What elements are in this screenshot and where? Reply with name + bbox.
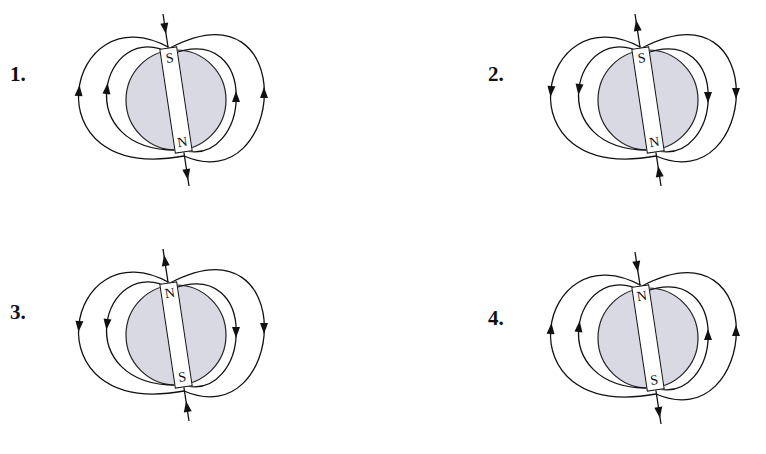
pole-letter: S [165,50,175,66]
pole-letter: N [648,134,660,150]
pole-letter: N [636,288,648,304]
panel-number: 4. [488,306,504,331]
field-figure [546,14,740,186]
field-figure [75,14,268,186]
pole-letter: S [637,50,647,66]
pole-letter: N [164,285,176,301]
panel-number: 1. [10,62,26,87]
field-figure [74,249,268,421]
panel-number: 2. [488,62,504,87]
field-figure [547,252,740,424]
pole-letter: N [176,134,188,150]
pole-letter: S [177,369,187,385]
panel-number: 3. [10,300,26,325]
pole-letter: S [649,372,659,388]
